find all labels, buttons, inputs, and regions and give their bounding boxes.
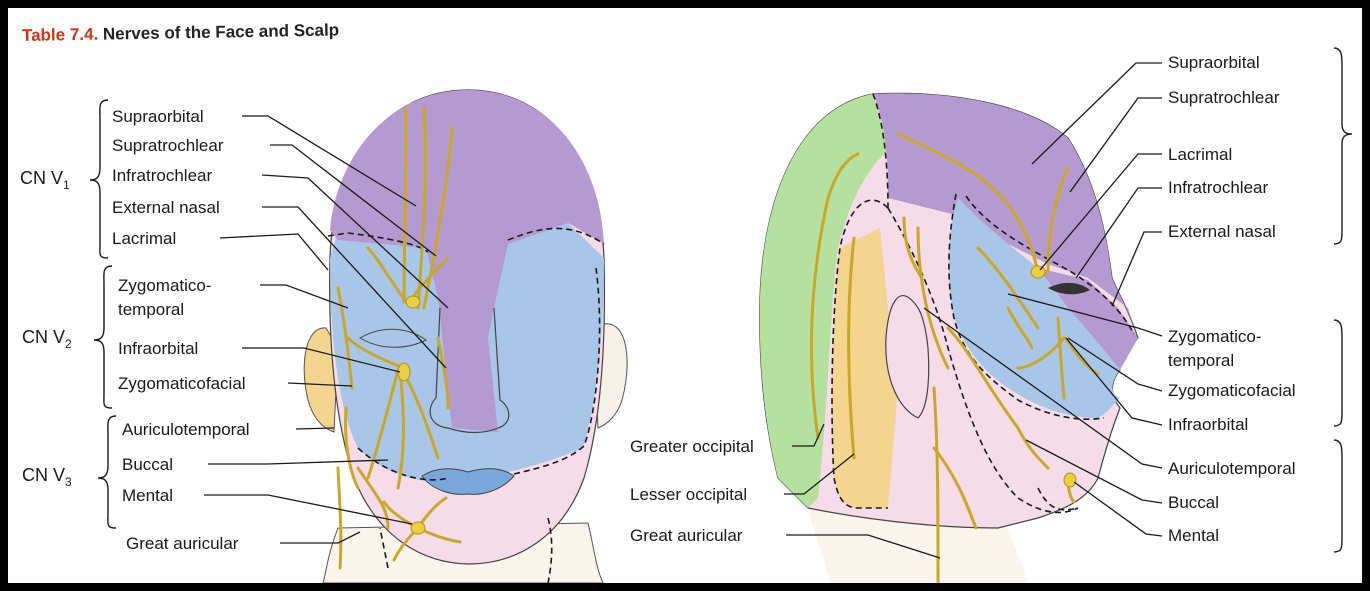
label-supratrochlear-left: Supratrochlear (112, 136, 224, 155)
brace-right-v1 (1334, 48, 1352, 244)
label-external-nasal-right: External nasal (1168, 222, 1276, 241)
label-great-auricular-left: Great auricular (126, 534, 239, 553)
label-lesser-occipital: Lesser occipital (630, 485, 747, 504)
label-auriculotemporal-left: Auriculotemporal (122, 420, 250, 439)
label-zygomaticotemporal-2-right: temporal (1168, 351, 1234, 370)
brace-right-v3 (1334, 440, 1342, 552)
label-lacrimal-right: Lacrimal (1168, 145, 1232, 164)
label-zygomaticotemporal-1-right: Zygomatico- (1168, 327, 1262, 346)
label-greater-occipital: Greater occipital (630, 437, 754, 456)
label-zygomaticotemporal-1-left: Zygomatico- (118, 276, 212, 295)
brace-v3 (98, 416, 116, 528)
label-great-auricular-right: Great auricular (630, 526, 743, 545)
label-infratrochlear-left: Infratrochlear (112, 166, 212, 185)
label-buccal-left: Buccal (122, 455, 173, 474)
label-mental-right: Mental (1168, 526, 1219, 545)
label-infraorbital-left: Infraorbital (118, 339, 198, 358)
leader-lacrimal-left (220, 234, 328, 270)
label-supraorbital-right: Supraorbital (1168, 53, 1260, 72)
label-auriculotemporal-right: Auriculotemporal (1168, 459, 1296, 478)
label-infratrochlear-right: Infratrochlear (1168, 178, 1268, 197)
label-zygomaticotemporal-2-left: temporal (118, 300, 184, 319)
group-cn-v3: CN V3 (22, 465, 72, 489)
label-supratrochlear-right: Supratrochlear (1168, 88, 1280, 107)
label-external-nasal-left: External nasal (112, 198, 220, 217)
label-buccal-right: Buccal (1168, 493, 1219, 512)
label-mental-left: Mental (122, 486, 173, 505)
figure-frame: Table 7.4. Nerves of the Face and Scalp (8, 8, 1362, 583)
label-infraorbital-right: Infraorbital (1168, 415, 1248, 434)
brace-v1 (90, 100, 108, 258)
label-zygomaticofacial-left: Zygomaticofacial (118, 374, 246, 393)
brace-v2 (94, 266, 112, 408)
nerve-diagram: Supraorbital Supratrochlear Infratrochle… (8, 8, 1362, 583)
group-cn-v2: CN V2 (22, 327, 72, 351)
label-supraorbital-left: Supraorbital (112, 107, 204, 126)
group-cn-v1: CN V1 (20, 168, 70, 192)
label-zygomaticofacial-right: Zygomaticofacial (1168, 381, 1296, 400)
label-lacrimal-left: Lacrimal (112, 229, 176, 248)
lateral-head (760, 93, 1138, 583)
brace-right-v2 (1334, 320, 1342, 426)
frontal-head (304, 90, 627, 583)
